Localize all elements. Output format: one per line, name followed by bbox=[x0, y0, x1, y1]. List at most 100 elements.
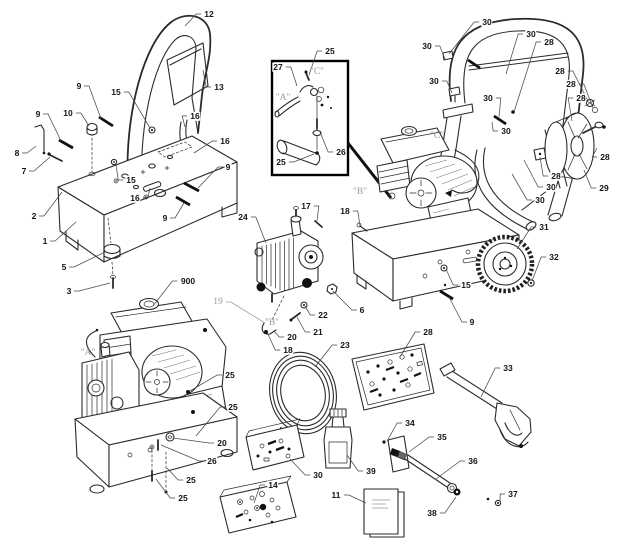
pump-assembly bbox=[254, 206, 338, 335]
leader-line bbox=[505, 33, 524, 75]
leader-line bbox=[313, 205, 320, 222]
hose-reel bbox=[521, 112, 606, 211]
callout-25: 25 bbox=[275, 156, 287, 167]
callout-28: 28 bbox=[422, 326, 434, 337]
leader-line bbox=[304, 305, 316, 316]
leader-line bbox=[43, 113, 62, 142]
wheel bbox=[475, 234, 535, 294]
leader-line bbox=[567, 97, 574, 122]
callout-30: 30 bbox=[312, 469, 324, 480]
leader-line bbox=[75, 112, 90, 127]
callout-19: 19 bbox=[213, 297, 223, 307]
callout-10: 10 bbox=[62, 107, 74, 118]
callout-28: 28 bbox=[550, 170, 562, 181]
callout-21: 21 bbox=[312, 326, 324, 337]
leader-line bbox=[181, 115, 188, 128]
callout-30: 30 bbox=[481, 16, 493, 27]
callout-9: 9 bbox=[75, 80, 83, 91]
leader-line bbox=[583, 169, 597, 189]
leader-line bbox=[29, 156, 51, 172]
leader-line bbox=[50, 221, 77, 242]
callout-30: 30 bbox=[500, 125, 512, 136]
leader-line bbox=[591, 147, 598, 158]
callout-27: 27 bbox=[272, 61, 284, 72]
leader-line bbox=[516, 226, 537, 250]
callout-900: 900 bbox=[179, 275, 197, 286]
leader-line bbox=[142, 187, 151, 199]
leader-line bbox=[253, 484, 266, 504]
high-pressure-hose bbox=[269, 351, 337, 435]
leader-line bbox=[22, 145, 37, 154]
callout-30: 30 bbox=[421, 40, 433, 51]
parts-bag bbox=[245, 418, 305, 471]
detail-inset-box bbox=[270, 59, 393, 199]
leader-line bbox=[74, 282, 111, 292]
callout-30: 30 bbox=[525, 28, 537, 39]
leader-line bbox=[513, 41, 542, 113]
leader-line bbox=[567, 70, 589, 102]
callout-8: 8 bbox=[13, 147, 21, 158]
leader-line bbox=[578, 83, 594, 109]
callout-6: 6 bbox=[358, 304, 366, 315]
hub-cap bbox=[527, 279, 535, 287]
leader-line bbox=[155, 478, 176, 499]
callout-28: 28 bbox=[599, 151, 611, 162]
callout-31: 31 bbox=[538, 221, 550, 232]
leader-line bbox=[531, 256, 547, 282]
callout-C: "C" bbox=[309, 67, 325, 77]
leader-line bbox=[189, 374, 223, 392]
oil-bottle bbox=[323, 408, 353, 469]
callout-25: 25 bbox=[177, 492, 189, 503]
leader-line bbox=[434, 45, 446, 60]
leader-line bbox=[441, 80, 453, 94]
leader-line bbox=[448, 21, 480, 55]
callout-28: 28 bbox=[543, 36, 555, 47]
callout-16: 16 bbox=[219, 135, 231, 146]
leader-line bbox=[408, 436, 435, 453]
leader-line bbox=[166, 467, 184, 481]
callout-15: 15 bbox=[110, 86, 122, 97]
callout-B: "B" bbox=[264, 318, 280, 328]
callout-17: 17 bbox=[300, 200, 312, 211]
leader-line bbox=[115, 163, 124, 181]
callout-29: 29 bbox=[598, 182, 610, 193]
accessory-parts bbox=[219, 343, 532, 538]
callout-12: 12 bbox=[203, 8, 215, 19]
leader-line bbox=[445, 268, 459, 286]
leader-line bbox=[170, 202, 185, 219]
leader-line bbox=[288, 153, 315, 163]
leader-line bbox=[343, 494, 367, 504]
callout-1: 1 bbox=[41, 235, 49, 246]
leader-line bbox=[250, 216, 267, 244]
leader-line bbox=[491, 121, 499, 132]
callout-32: 32 bbox=[548, 251, 560, 262]
callout-9: 9 bbox=[161, 212, 169, 223]
hardware-kit-panel bbox=[351, 343, 435, 411]
callout-9: 9 bbox=[34, 108, 42, 119]
leader-line bbox=[296, 316, 311, 333]
callout-36: 36 bbox=[467, 455, 479, 466]
callout-18: 18 bbox=[339, 205, 351, 216]
callout-C: "C" bbox=[429, 131, 445, 141]
leader-line bbox=[184, 13, 202, 27]
callout-35: 35 bbox=[436, 431, 448, 442]
cart-assembly bbox=[314, 17, 606, 310]
callout-14: 14 bbox=[267, 479, 279, 490]
callout-34: 34 bbox=[404, 417, 416, 428]
callout-23: 23 bbox=[339, 339, 351, 350]
leader-line bbox=[225, 301, 266, 324]
callout-3: 3 bbox=[65, 285, 73, 296]
leader-line bbox=[435, 460, 466, 480]
leader-line bbox=[285, 66, 298, 87]
callout-37: 37 bbox=[507, 488, 519, 499]
leader-line bbox=[39, 191, 63, 217]
leader-line bbox=[439, 496, 457, 514]
rod bbox=[34, 124, 45, 153]
callout-30: 30 bbox=[545, 181, 557, 192]
leader-line bbox=[308, 50, 323, 76]
callout-13: 13 bbox=[213, 81, 225, 92]
callout-25: 25 bbox=[227, 401, 239, 412]
leader-line bbox=[172, 437, 215, 444]
